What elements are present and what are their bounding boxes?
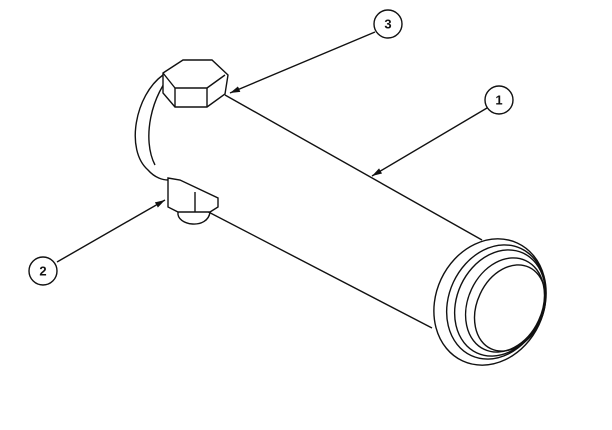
leader-line-2 <box>56 199 166 263</box>
callout-2: 2 <box>28 256 58 286</box>
callout-3-label: 3 <box>384 17 391 32</box>
callout-1-label: 1 <box>495 93 502 108</box>
callout-2-label: 2 <box>39 264 46 279</box>
leader-line-3 <box>229 31 376 94</box>
callout-1: 1 <box>484 85 514 115</box>
pin-top-edge <box>224 94 483 241</box>
pin-left-end <box>134 74 169 181</box>
leader-line-1 <box>371 107 488 177</box>
hex-bolt-head <box>162 59 229 108</box>
pin-flange-end <box>433 238 547 366</box>
nut <box>167 177 219 225</box>
callout-3: 3 <box>373 9 403 39</box>
pin-bottom-edge <box>194 204 433 329</box>
